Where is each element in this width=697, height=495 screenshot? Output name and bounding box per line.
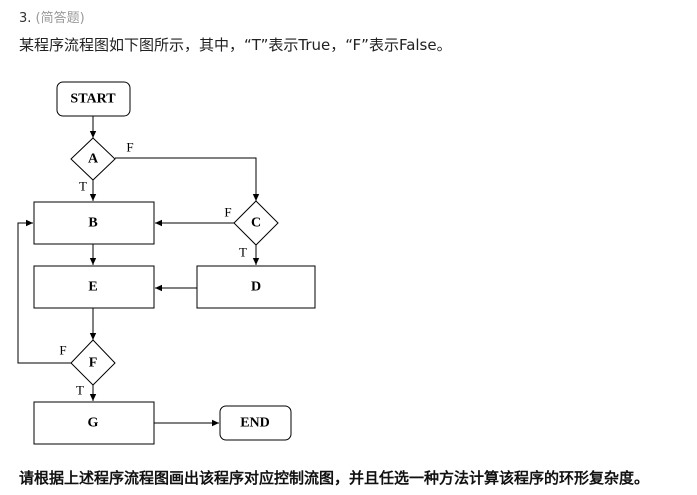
node-end-label: END xyxy=(240,416,270,431)
edge-c-true-label: T xyxy=(239,245,247,260)
node-a-label: A xyxy=(88,152,99,167)
edge-f-false-label: F xyxy=(59,343,66,358)
node-start-label: START xyxy=(70,92,116,107)
node-a-decision xyxy=(70,137,116,181)
question-number: 3. xyxy=(19,11,32,26)
question-task: 请根据上述程序流程图画出该程序对应控制流图，并且任选一种方法计算该程序的环形复杂… xyxy=(19,469,650,487)
node-b xyxy=(33,201,155,245)
question-header: 3. (简答题) xyxy=(19,10,85,28)
node-c-decision xyxy=(233,200,279,246)
edge-a-c xyxy=(115,157,260,201)
node-f-label: F xyxy=(89,356,98,371)
node-f-decision xyxy=(70,339,116,386)
edge-a-true-label: T xyxy=(79,179,87,194)
node-g xyxy=(33,401,155,445)
node-g-label: G xyxy=(88,416,99,431)
edge-f-b-loop xyxy=(17,219,71,364)
edge-c-false-label: F xyxy=(224,205,231,220)
node-d xyxy=(196,265,316,309)
edge-f-true-label: T xyxy=(76,383,84,398)
node-e-label: E xyxy=(88,280,97,295)
node-d-label: D xyxy=(251,280,261,295)
node-end xyxy=(219,405,292,441)
node-c-label: C xyxy=(251,216,261,231)
node-e xyxy=(33,265,155,309)
question-prompt: 某程序流程图如下图所示，其中，“T”表示True，“F”表示False。 xyxy=(19,36,452,54)
node-b-label: B xyxy=(88,216,97,231)
edge-a-false-label: F xyxy=(126,140,133,155)
question-type: (简答题) xyxy=(35,11,85,26)
node-start xyxy=(56,81,131,117)
